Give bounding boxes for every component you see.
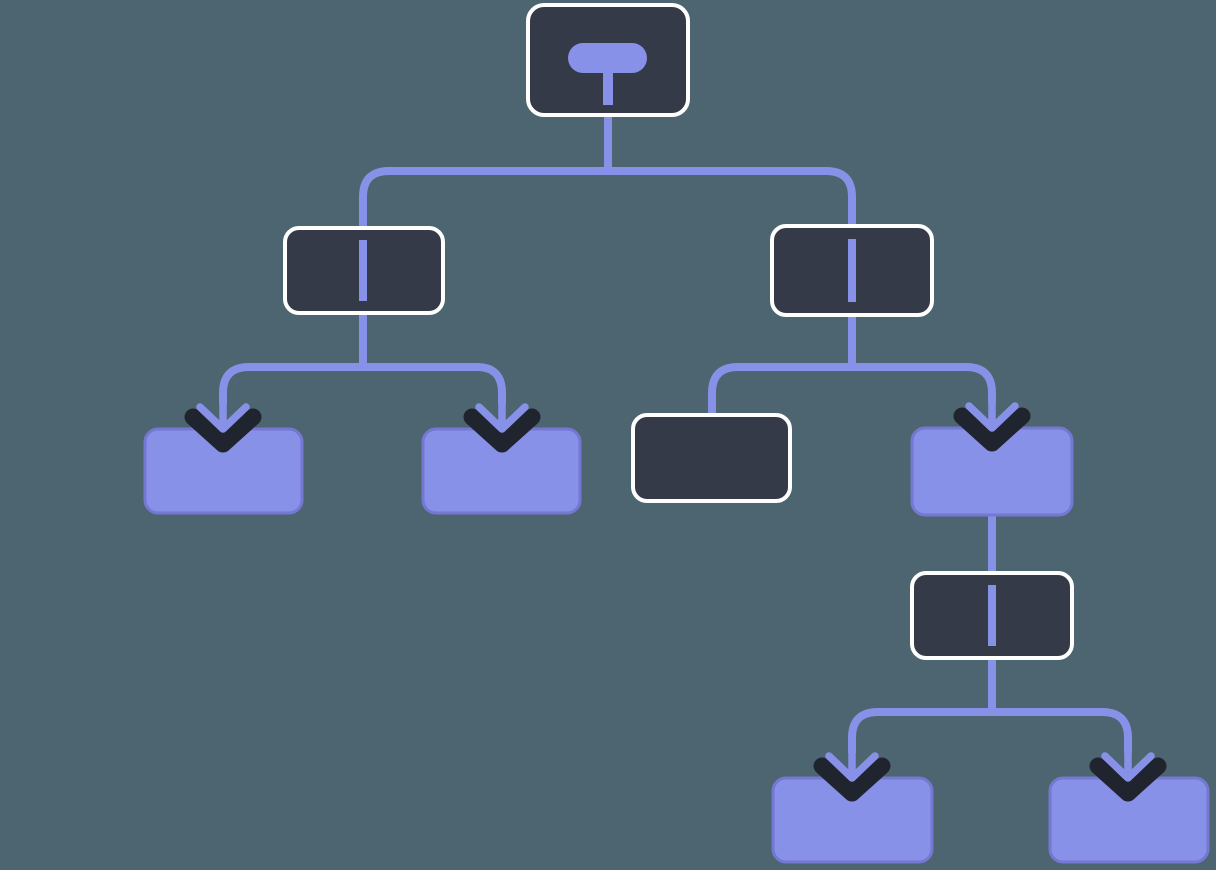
chevron-dark-icon — [1089, 757, 1167, 802]
chevron-purple-icon — [965, 397, 1019, 432]
placeholder-pill — [568, 43, 647, 73]
node-plain-box[interactable] — [631, 413, 792, 503]
chevron-purple-icon — [1101, 747, 1155, 782]
connector-branch-bottom-to-leaves — [848, 656, 1132, 753]
node-branch-bottom[interactable] — [910, 571, 1074, 660]
chevron-purple-icon — [475, 398, 529, 433]
node-root[interactable] — [526, 3, 690, 117]
connector-root-to-branches — [359, 116, 856, 230]
nodes — [143, 3, 1210, 864]
connector-branch-left-to-leaves — [219, 311, 506, 404]
chevron-dark-icon — [953, 407, 1031, 452]
chevron-dark-icon — [813, 757, 891, 802]
node-branch-right[interactable] — [770, 224, 934, 317]
arrowhead-down-icon — [184, 398, 262, 453]
arrowhead-down-icon — [953, 397, 1031, 452]
arrowhead-down-icon — [463, 398, 541, 453]
arrowhead-down-icon — [1089, 747, 1167, 802]
chevron-dark-icon — [184, 408, 262, 453]
connectors — [219, 116, 1132, 753]
arrowhead-down-icon — [813, 747, 891, 802]
connector-branch-right-to-children — [708, 313, 996, 418]
chevron-purple-icon — [196, 398, 250, 433]
node-branch-left[interactable] — [283, 226, 445, 315]
chevron-dark-icon — [463, 408, 541, 453]
arrowheads — [184, 397, 1167, 802]
chevron-purple-icon — [825, 747, 879, 782]
